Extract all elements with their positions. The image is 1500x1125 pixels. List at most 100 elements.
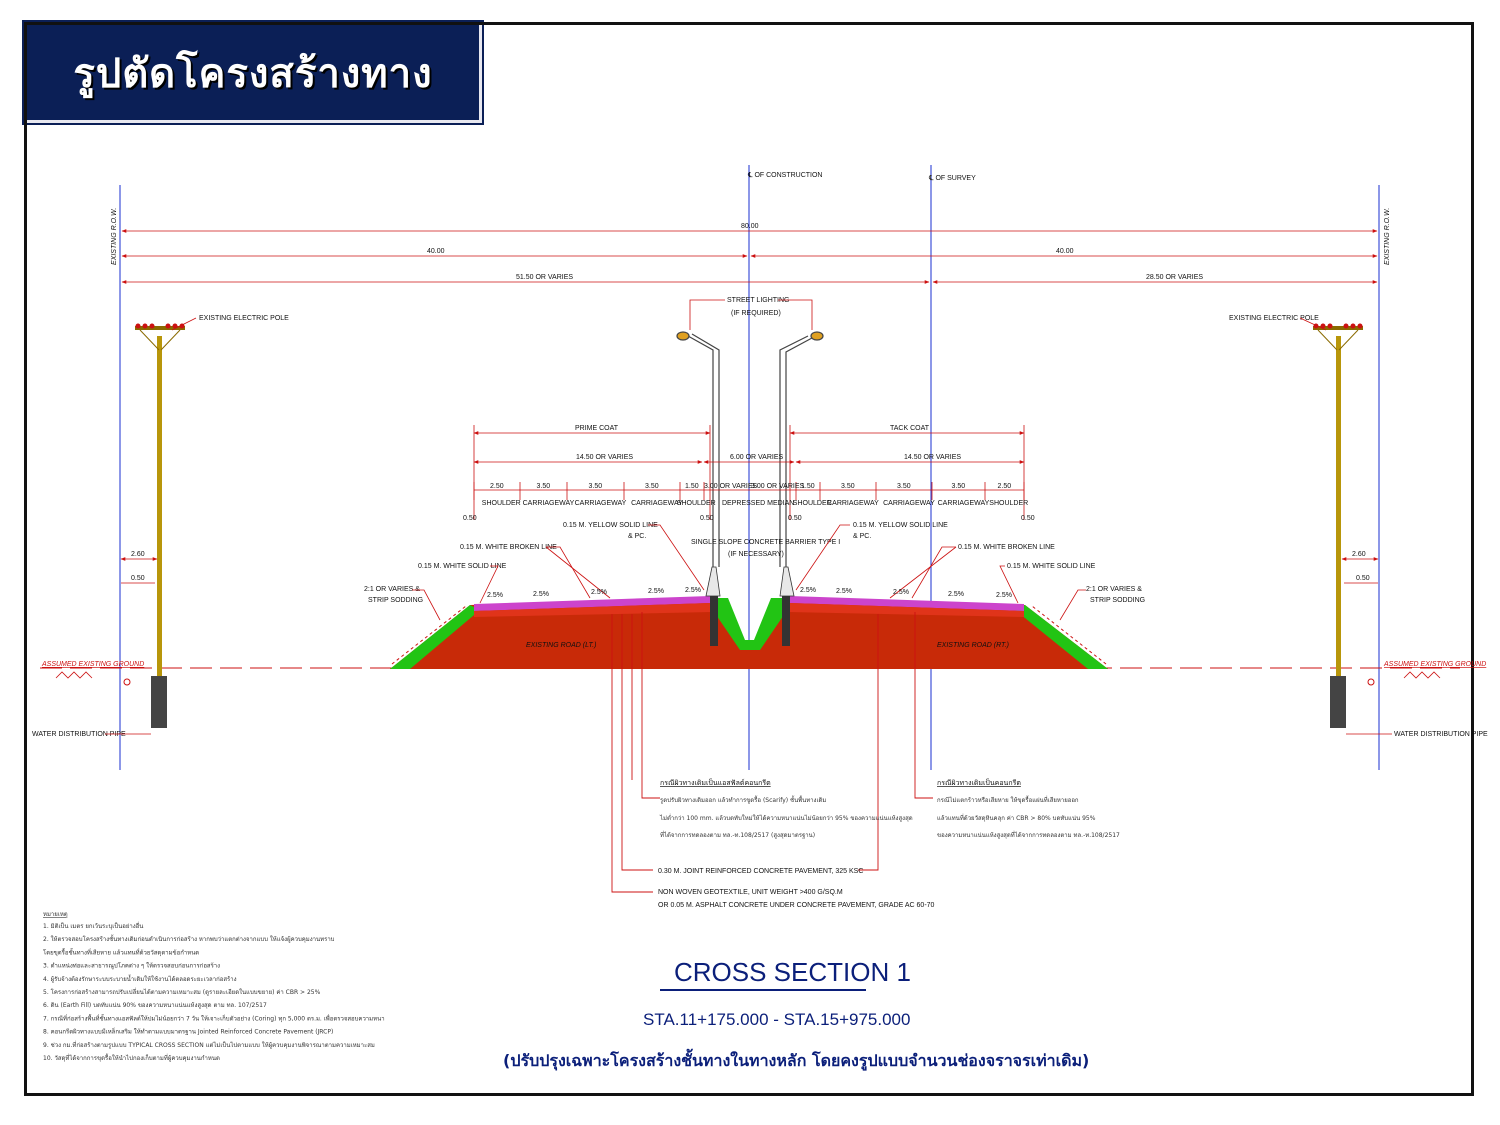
note-left-line-1: รูดปรับผิวทางเดิมออก แล้วทำการขูดรื้อ (S… (660, 794, 826, 804)
dim-total: 80.00 (741, 223, 759, 230)
note-right-heading: กรณีผิวทางเดิมเป็นคอนกรีต (937, 778, 1021, 787)
note-right-line-1: กรณีไม่แตกร้าวหรือเสียหาย ให้ขุดรื้อแผ่น… (937, 794, 1079, 804)
electric-pole-left (123, 323, 185, 728)
top-dimensions (121, 229, 1378, 284)
lane-name-right-0: SHOULDER (793, 500, 832, 507)
lane-dim-right-0: 1.50 (801, 483, 815, 490)
lane-dim-right-4: 2.50 (998, 483, 1012, 490)
page-title: รูปตัดโครงสร้างทาง (73, 49, 433, 97)
note-right-line-3: ของความหนาแน่นแห้งสูงสุดที่ได้จากการทดลอ… (937, 831, 1120, 839)
general-note-1: 1. มิติเป็น เมตร ยกเว้นระบุเป็นอย่างอื่น (43, 921, 143, 930)
note-left-line-2: ไม่ต่ำกว่า 100 mm. แล้วบดทับใหม่ให้ได้คว… (659, 814, 913, 822)
row-label-right: EXISTING R.O.W. (1384, 208, 1391, 265)
general-notes: หมายเหตุ 1. มิติเป็น เมตร ยกเว้นระบุเป็น… (43, 911, 385, 1062)
dim-half-right: 40.00 (1056, 248, 1074, 255)
note-leaders (611, 612, 933, 893)
lane-name-left-0: SHOULDER (482, 500, 521, 507)
lane-dim-left-0: 2.50 (490, 483, 504, 490)
edge-dim-right: 0.50 (1021, 515, 1035, 522)
construction-label: ℄ OF CONSTRUCTION (747, 172, 823, 179)
lane-dim-left-2: 3.50 (589, 483, 603, 490)
ground-hatch (55, 671, 1441, 679)
side-slope-right-2: STRIP SODDING (1090, 597, 1145, 604)
lane-name-left-4: SHOULDER (677, 500, 716, 507)
general-note-10: 9. ช่วง กม.ที่ก่อสร้างตามรูปแบบ TYPICAL … (43, 1040, 375, 1049)
lane-name-right-1: CARRIAGEWAY (827, 500, 879, 507)
barrier-right (782, 596, 790, 646)
barrier-label-1: SINGLE SLOPE CONCRETE BARRIER TYPE I (691, 539, 840, 546)
dim-left-survey: 51.50 OR VARIES (516, 274, 573, 281)
pole-small-right: 0.50 (1356, 575, 1370, 582)
pavement-left (474, 596, 710, 611)
barrier-label-2: (IF NECESSARY) (728, 551, 784, 558)
drawing-frame (24, 22, 1474, 1096)
white-broken-right: 0.15 M. WHITE BROKEN LINE (958, 544, 1055, 551)
concrete-pavement-label: 0.30 M. JOINT REINFORCED CONCRETE PAVEME… (658, 868, 863, 875)
note-left-heading: กรณีผิวทางเดิมเป็นแอสฟัลต์คอนกรีต (660, 778, 771, 787)
pole-small-left: 0.50 (131, 575, 145, 582)
lane-dim-right-1: 3.50 (841, 483, 855, 490)
row-label-left: EXISTING R.O.W. (111, 208, 118, 265)
slope-label-5: 2.5% (800, 587, 816, 594)
street-lighting-label-2: (IF REQUIRED) (731, 310, 781, 317)
leader-lines (412, 524, 1086, 621)
general-note-9: 8. คอนกรีตผิวทางแบบมีเหล็กเสริม ให้ทำตาม… (43, 1027, 333, 1036)
lane-name-left-3: CARRIAGEWAY (631, 500, 683, 507)
slope-label-8: 2.5% (948, 591, 964, 598)
slope-label-3: 2.5% (648, 588, 664, 595)
tack-coat-label: TACK COAT (890, 425, 930, 432)
slope-label-0: 2.5% (487, 592, 503, 599)
general-notes-heading: หมายเหตุ (43, 911, 68, 918)
asphalt-label: OR 0.05 M. ASPHALT CONCRETE UNDER CONCRE… (658, 902, 935, 909)
title-banner: รูปตัดโครงสร้างทาง (22, 20, 484, 125)
water-pipe-label-right: WATER DISTRIBUTION PIPE (1394, 731, 1488, 738)
lane-dim-right-2: 3.50 (897, 483, 911, 490)
lane-name-left-2: CARRIAGEWAY (575, 500, 627, 507)
edge-dim-left: 0.50 (463, 515, 477, 522)
street-lighting-label-1: STREET LIGHTING (727, 297, 790, 304)
general-note-5: 4. ผู้รับจ้างต้องรักษาระบบระบายน้ำเดิมให… (43, 973, 237, 983)
pole-offset-dims (120, 557, 1379, 584)
white-broken-left: 0.15 M. WHITE BROKEN LINE (460, 544, 557, 551)
median-half-left: 3.00 OR VARIES (704, 483, 758, 490)
slope-label-9: 2.5% (996, 592, 1012, 599)
geotextile-label: NON WOVEN GEOTEXTILE, UNIT WEIGHT >400 G… (658, 889, 843, 896)
street-lighting (676, 331, 824, 567)
row-lines (119, 165, 1380, 770)
slope-label-4: 2.5% (685, 587, 701, 594)
station-range: STA.11+175.000 - STA.15+975.000 (643, 1010, 910, 1029)
yellow-line-right-2: & PC. (853, 533, 871, 540)
assumed-ground-left: ASSUMED EXISTING GROUND (41, 661, 144, 668)
dim-half-left: 40.00 (427, 248, 445, 255)
general-note-6: 5. โครงการก่อสร้างสามารถปรับเปลี่ยนได้ตา… (43, 988, 321, 996)
side-slope-right-1: 2:1 OR VARIES & (1086, 586, 1142, 593)
lane-name-right-2: CARRIAGEWAY (883, 500, 935, 507)
general-note-4: 3. ตำแหน่งท่อและสาธารณูปโภคต่าง ๆ ให้ตรว… (43, 962, 220, 970)
slope-labels: 2.5%2.5%2.5%2.5%2.5%2.5%2.5%2.5%2.5%2.5% (487, 587, 1012, 599)
general-note-7: 6. ดิน (Earth Fill) บดทับแน่น 90% ของควา… (43, 1002, 267, 1009)
median-name: DEPRESSED MEDIAN (722, 500, 794, 507)
section-subtitle: (ปรับปรุงเฉพาะโครงสร้างชั้นทางในทางหลัก … (503, 1048, 1089, 1072)
right-carriage-total: 14.50 OR VARIES (904, 454, 961, 461)
water-pipe-label-left: WATER DISTRIBUTION PIPE (32, 731, 126, 738)
electric-pole-label-left: EXISTING ELECTRIC POLE (199, 315, 289, 322)
white-solid-left: 0.15 M. WHITE SOLID LINE (418, 563, 507, 570)
electric-pole-right (1313, 323, 1375, 728)
prime-coat-label: PRIME COAT (575, 425, 619, 432)
lane-dim-left-1: 3.50 (537, 483, 551, 490)
note-left-line-3: ที่ได้จากการทดลองตาม ทล.-ท.108/2517 (สูง… (660, 831, 815, 839)
slope-label-6: 2.5% (836, 588, 852, 595)
yellow-line-left-1: 0.15 M. YELLOW SOLID LINE (563, 522, 658, 529)
edge-dim-ml: 0.50 (700, 515, 714, 522)
side-slope-left-1: 2:1 OR VARIES & (364, 586, 420, 593)
lane-dim-left-3: 3.50 (645, 483, 659, 490)
lane-name-right-4: SHOULDER (989, 500, 1028, 507)
edge-dim-mr: 0.50 (788, 515, 802, 522)
road-embankment (390, 566, 1108, 669)
slope-label-7: 2.5% (893, 589, 909, 596)
lane-name-right-3: CARRIAGEWAY (938, 500, 990, 507)
survey-label: ℄ OF SURVEY (928, 175, 976, 182)
pavement-right (790, 596, 1024, 611)
lane-dim-right-3: 3.50 (952, 483, 966, 490)
